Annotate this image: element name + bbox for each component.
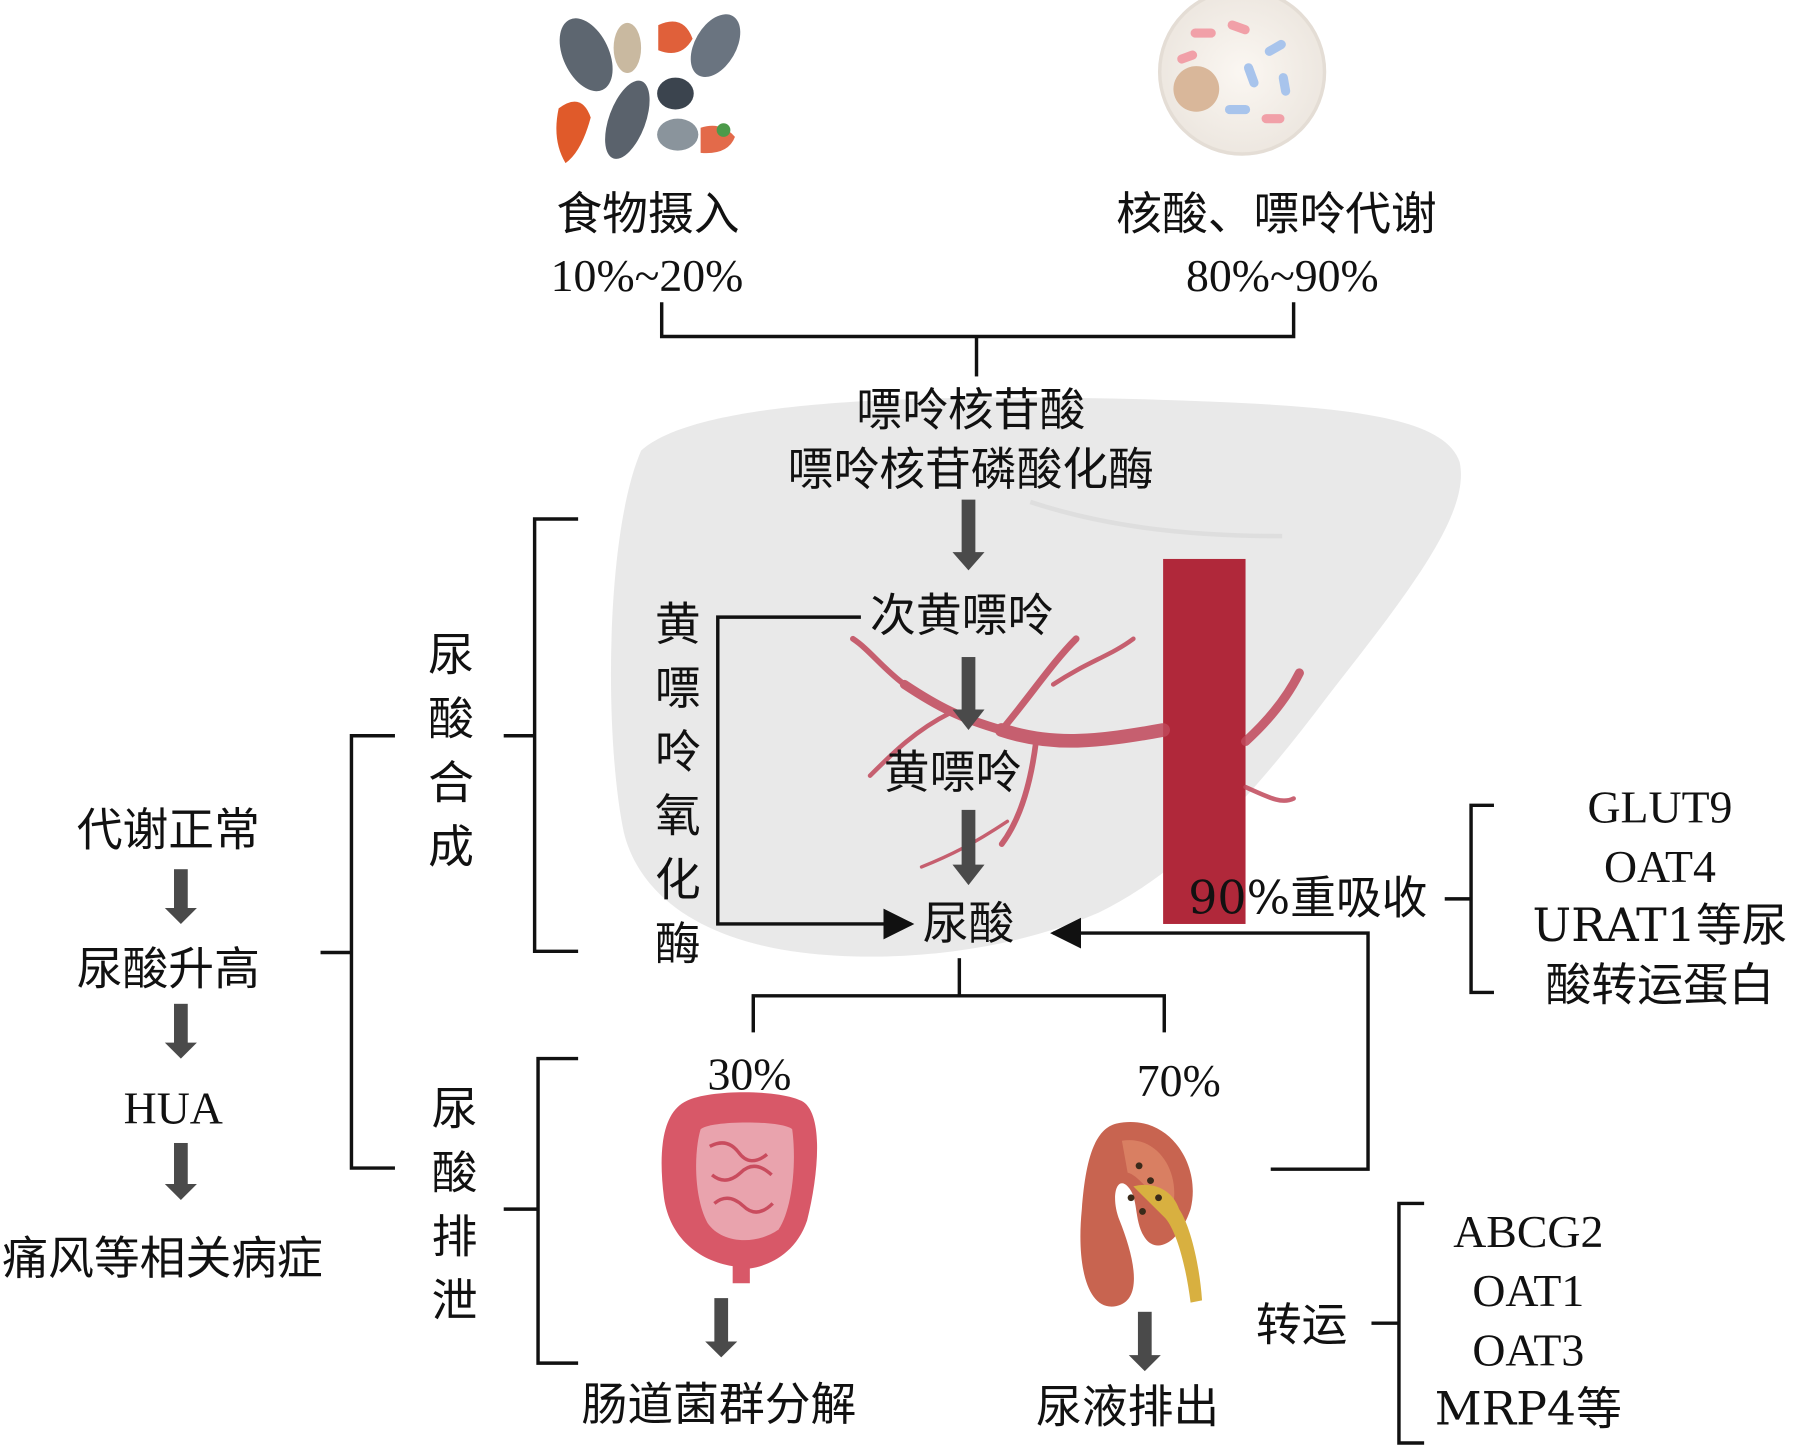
excretion-transporter-1: ABCG2 — [1453, 1205, 1604, 1258]
uric-acid-excretion-label: 尿酸排泄 — [431, 1083, 478, 1328]
reabsorption-transporter-4: 酸转运蛋白 — [1545, 959, 1775, 1012]
nucleic-metabolism-percent: 80%~90% — [1186, 249, 1379, 302]
urine-excretion-label: 尿液排出 — [1036, 1381, 1220, 1434]
reabsorption-transporter-3: URAT1等尿 — [1532, 900, 1788, 953]
excretion-transporter-3: OAT3 — [1472, 1324, 1585, 1376]
gut-excretion-percent: 30% — [707, 1048, 792, 1100]
reabsorption-transporter-1: GLUT9 — [1587, 781, 1733, 833]
liver-flow-arrows — [952, 499, 985, 886]
xanthine-oxidase-label: 黄嘌呤氧化酶 — [654, 598, 701, 971]
phase-brace — [320, 734, 395, 1170]
excretion-transporter-4: MRP4等 — [1434, 1383, 1622, 1437]
intake-merge-brace — [659, 302, 1296, 377]
seafood-food-icon — [556, 14, 741, 164]
food-intake-percent: 10%~20% — [550, 249, 744, 302]
hypoxanthine-label: 次黄嘌呤 — [870, 589, 1054, 643]
progression-step-elevated: 尿酸升高 — [76, 943, 260, 996]
reabsorption-transporter-2: OAT4 — [1603, 840, 1716, 893]
progression-step-normal: 代谢正常 — [76, 804, 260, 857]
food-intake-label: 食物摄入 — [556, 188, 740, 241]
excretion-result-arrows — [705, 1298, 1161, 1372]
progression-arrows — [164, 869, 197, 1201]
reabsorption-arrow — [1050, 917, 1370, 1171]
progression-step-hua: HUA — [123, 1082, 223, 1134]
gut-flora-decomposition-label: 肠道菌群分解 — [581, 1379, 857, 1432]
intestine-icon — [661, 1092, 818, 1284]
excretion-transporter-brace — [1371, 1201, 1425, 1445]
kidney-icon — [1080, 1121, 1203, 1307]
purine-nucleotide-label: 嘌呤核苷酸 — [856, 384, 1086, 437]
synthesis-brace — [503, 517, 579, 954]
excretion-transporter-2: OAT1 — [1472, 1265, 1585, 1317]
transport-label: 转运 — [1255, 1299, 1348, 1352]
nucleic-metabolism-label: 核酸、嘌呤代谢 — [1116, 188, 1437, 241]
excretion-brace — [503, 1056, 579, 1365]
reabsorption-label: 90%重吸收 — [1188, 872, 1428, 926]
uric-acid-split — [751, 958, 1166, 1033]
progression-step-gout: 痛风等相关病症 — [2, 1233, 323, 1286]
purine-nucleoside-phosphorylase-label: 嘌呤核苷磷酸化酶 — [787, 443, 1154, 497]
kidney-excretion-percent: 70% — [1136, 1055, 1221, 1107]
uric-acid-synthesis-label: 尿酸合成 — [428, 629, 474, 874]
liver-icon — [610, 397, 1461, 957]
xanthine-label: 黄嘌呤 — [883, 747, 1022, 800]
cell-icon — [1157, 0, 1327, 156]
enzyme-path-arrow — [716, 615, 915, 940]
reabsorption-transporter-brace — [1444, 803, 1494, 995]
uric-acid-label: 尿酸 — [922, 897, 1015, 951]
